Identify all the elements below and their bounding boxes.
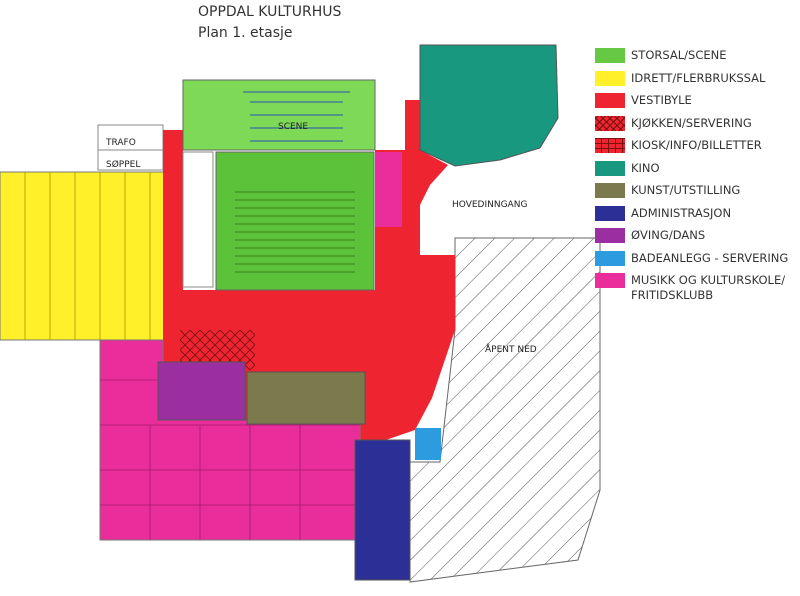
kunst-area bbox=[246, 371, 366, 425]
legend-label: KJØKKEN/SERVERING bbox=[631, 115, 752, 130]
legend-item: VESTIBYLE bbox=[595, 93, 800, 116]
legend-label: STORSAL/SCENE bbox=[631, 48, 727, 62]
legend-swatch bbox=[595, 70, 625, 86]
legend-item: KUNST/UTSTILLING bbox=[595, 183, 800, 206]
legend-swatch bbox=[595, 273, 625, 288]
legend-label: IDRETT/FLERBRUKSSAL bbox=[631, 70, 766, 85]
legend-item: KINO bbox=[595, 160, 800, 184]
legend-label: ADMINISTRASJON bbox=[631, 205, 732, 220]
legend-item: ADMINISTRASJON bbox=[595, 205, 800, 229]
legend: STORSAL/SCENE IDRETT/FLERBRUKSSAL VESTIBYL… bbox=[595, 48, 800, 302]
legend-label: KINO bbox=[631, 160, 660, 175]
legend-swatch bbox=[595, 48, 625, 63]
legend-label: VESTIBYLE bbox=[631, 93, 692, 107]
scene-label: SCENE bbox=[278, 122, 308, 132]
administrasjon-area bbox=[354, 439, 411, 581]
plan-title: OPPDAL KULTURHUS bbox=[198, 4, 342, 20]
legend-item: ØVING/DANS bbox=[595, 228, 800, 251]
apent-ned-area bbox=[409, 237, 601, 583]
legend-swatch bbox=[595, 93, 625, 108]
storsal-area bbox=[215, 151, 375, 291]
legend-swatch bbox=[595, 138, 625, 153]
legend-label: MUSIKK OG KULTURSKOLE/ FRITIDSKLUBB bbox=[631, 273, 786, 302]
apent-ned-label: ÅPENT NED bbox=[485, 343, 537, 355]
trafo-label: TRAFO bbox=[105, 138, 136, 148]
soppel-label: SØPPEL bbox=[106, 159, 140, 170]
legend-item: BADEANLEGG - SERVERING bbox=[595, 250, 800, 274]
legend-swatch bbox=[595, 115, 625, 131]
badeanlegg-area bbox=[415, 428, 441, 460]
legend-label: KIOSK/INFO/BILLETTER bbox=[631, 138, 762, 152]
legend-item: MUSIKK OG KULTURSKOLE/ FRITIDSKLUBB bbox=[595, 273, 800, 302]
legend-swatch bbox=[595, 205, 625, 221]
stair-core bbox=[182, 151, 214, 288]
legend-swatch bbox=[595, 228, 625, 243]
legend-item: KJØKKEN/SERVERING bbox=[595, 115, 800, 139]
legend-label: ØVING/DANS bbox=[631, 228, 706, 242]
legend-swatch bbox=[595, 160, 625, 176]
hovedinngang-label: HOVEDINNGANG bbox=[452, 200, 527, 210]
legend-label: BADEANLEGG - SERVERING bbox=[631, 250, 789, 265]
legend-item: KIOSK/INFO/BILLETTER bbox=[595, 138, 800, 161]
legend-swatch bbox=[595, 183, 625, 198]
kino-area bbox=[419, 44, 559, 167]
legend-label: KUNST/UTSTILLING bbox=[631, 183, 741, 197]
legend-item: STORSAL/SCENE bbox=[595, 48, 800, 71]
musikk-small-room bbox=[375, 152, 402, 227]
plan-subtitle: Plan 1. etasje bbox=[198, 25, 293, 41]
oving-dans-area bbox=[157, 361, 246, 421]
trafo-room bbox=[97, 124, 164, 171]
legend-item: IDRETT/FLERBRUKSSAL bbox=[595, 70, 800, 94]
legend-swatch bbox=[595, 250, 625, 266]
